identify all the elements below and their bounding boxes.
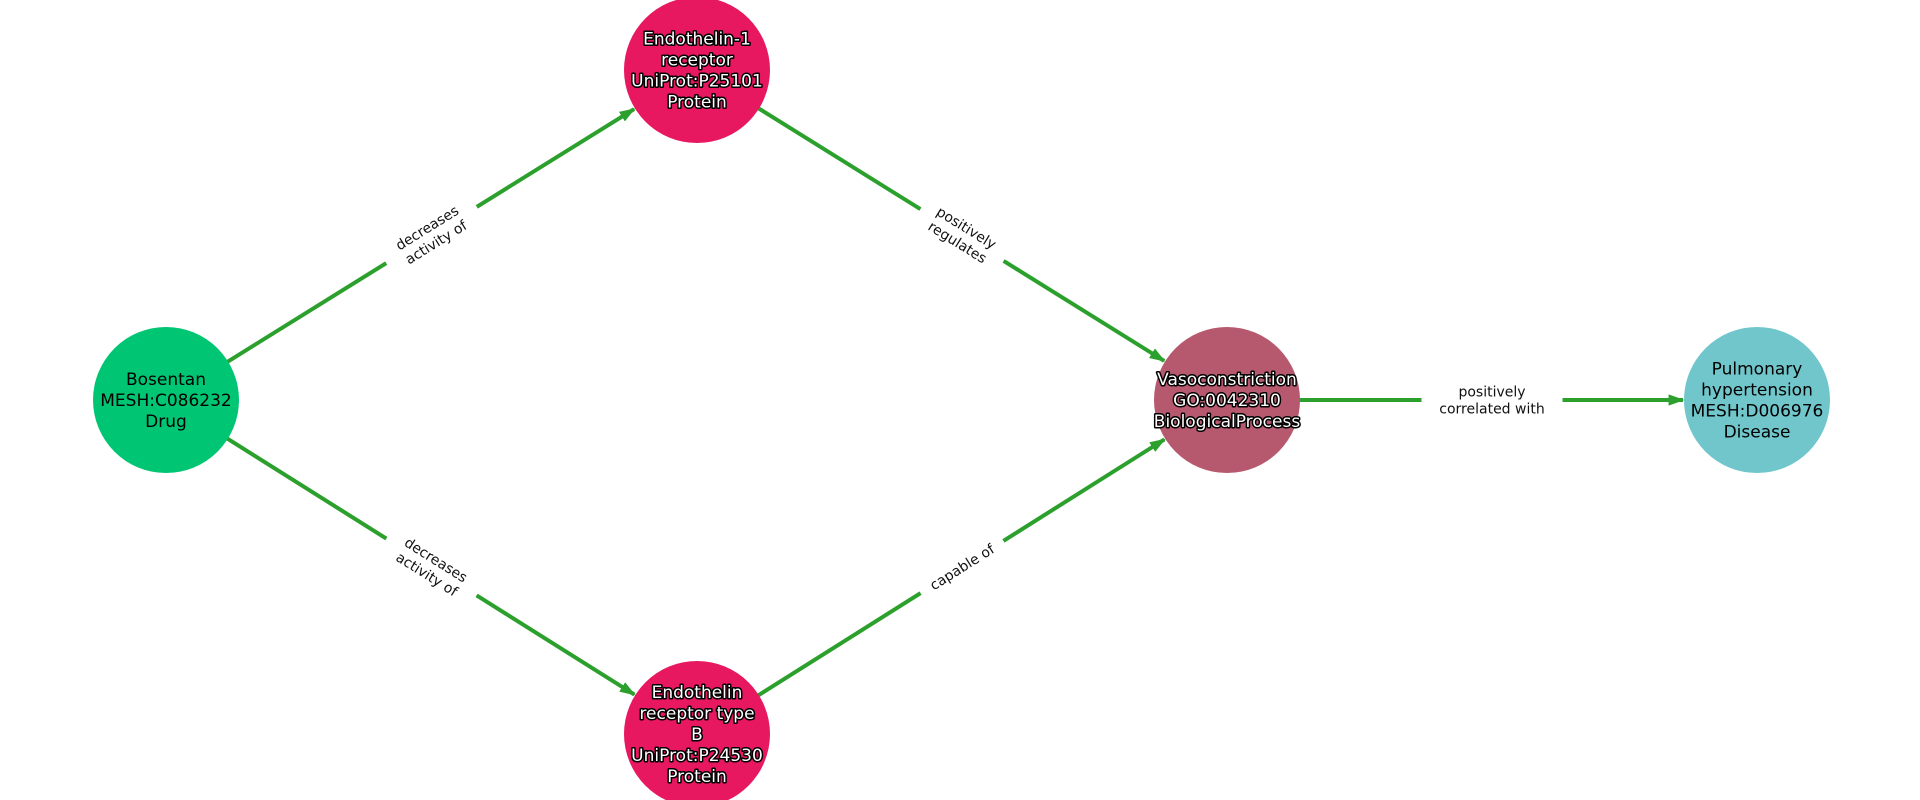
edge-label-background <box>1421 380 1563 420</box>
node-circle <box>624 661 770 800</box>
edge-label-line: correlated with <box>1439 401 1544 417</box>
node-label-line: Protein <box>667 767 727 787</box>
node-label-line: Vasoconstriction <box>1157 370 1297 390</box>
edge-label-line: positively <box>1458 384 1525 400</box>
edge-label-background <box>375 521 488 613</box>
edge-label: decreasesactivity of <box>375 521 488 613</box>
edge-label-background <box>914 531 1010 603</box>
node-label-line: Endothelin-1 <box>643 29 751 49</box>
edge-label-line: capable of <box>927 541 998 594</box>
edge-ednra-vasoconstriction: positivelyregulates <box>756 105 1166 363</box>
node-label-line: Protein <box>667 92 727 112</box>
edge-label-background <box>375 189 488 281</box>
edge-bosentan-ednra: decreasesactivity of <box>225 107 636 365</box>
edge-bosentan-ednrb: decreasesactivity of <box>225 436 636 697</box>
edges-layer: decreasesactivity of decreasesactivity of… <box>225 105 1685 698</box>
node-label-line: UniProt:P24530 <box>631 746 763 766</box>
node-label-line: MESH:D006976 <box>1691 401 1824 421</box>
node-label-line: receptor type <box>639 704 754 724</box>
node-label-line: hypertension <box>1701 380 1813 400</box>
edge-label: positivelyregulates <box>909 192 1015 278</box>
node-label-line: Pulmonary <box>1712 359 1803 379</box>
edge-ednrb-vasoconstriction: capable of <box>756 437 1166 698</box>
edge-label-background <box>909 192 1015 278</box>
node-circle <box>1684 327 1830 473</box>
node-circle <box>93 327 239 473</box>
node-label-line: BiologicalProcess <box>1154 412 1301 432</box>
node-label-line: Disease <box>1724 422 1791 442</box>
edge-label: capable of <box>914 531 1010 603</box>
node-label-line: Drug <box>145 412 187 432</box>
edge-label-text: capable of <box>927 541 998 594</box>
node-label-line: UniProt:P25101 <box>631 71 763 91</box>
node-label-line: Endothelin <box>652 683 743 703</box>
node-circle <box>1154 327 1300 473</box>
edge-label: decreasesactivity of <box>375 189 488 281</box>
node-circle <box>624 0 770 143</box>
node-label-line: receptor <box>661 50 733 70</box>
node-label-line: GO:0042310 <box>1173 391 1281 411</box>
node-label-line: Bosentan <box>126 370 206 390</box>
node-label-line: B <box>691 725 703 745</box>
node-label-line: MESH:C086232 <box>100 391 231 411</box>
